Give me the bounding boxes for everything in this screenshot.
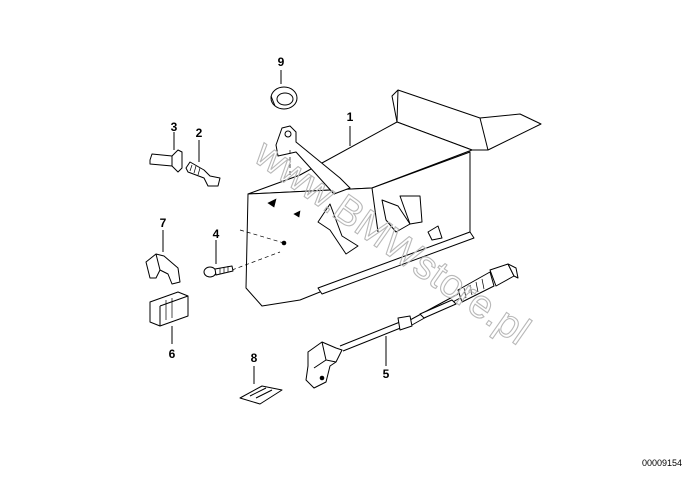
cable-part bbox=[305, 263, 519, 389]
bracket-part bbox=[231, 89, 542, 307]
callout-3: 3 bbox=[171, 120, 178, 134]
callout-1: 1 bbox=[347, 110, 354, 124]
bolt-part bbox=[185, 161, 221, 187]
callout-2: 2 bbox=[196, 126, 203, 140]
screw-part bbox=[203, 265, 234, 278]
stud-part bbox=[149, 149, 183, 173]
callout-5: 5 bbox=[383, 367, 390, 381]
clip-block-part bbox=[149, 291, 189, 327]
callout-6: 6 bbox=[169, 347, 176, 361]
clip-part bbox=[145, 253, 181, 285]
callout-7: 7 bbox=[160, 216, 167, 230]
grommet-part bbox=[270, 86, 298, 110]
callout-4: 4 bbox=[213, 227, 220, 241]
shim-part bbox=[239, 385, 283, 405]
callout-8: 8 bbox=[251, 351, 258, 365]
callout-9: 9 bbox=[278, 55, 285, 69]
cable-guide-part bbox=[419, 299, 457, 319]
diagram-id: 00009154 bbox=[642, 458, 682, 468]
